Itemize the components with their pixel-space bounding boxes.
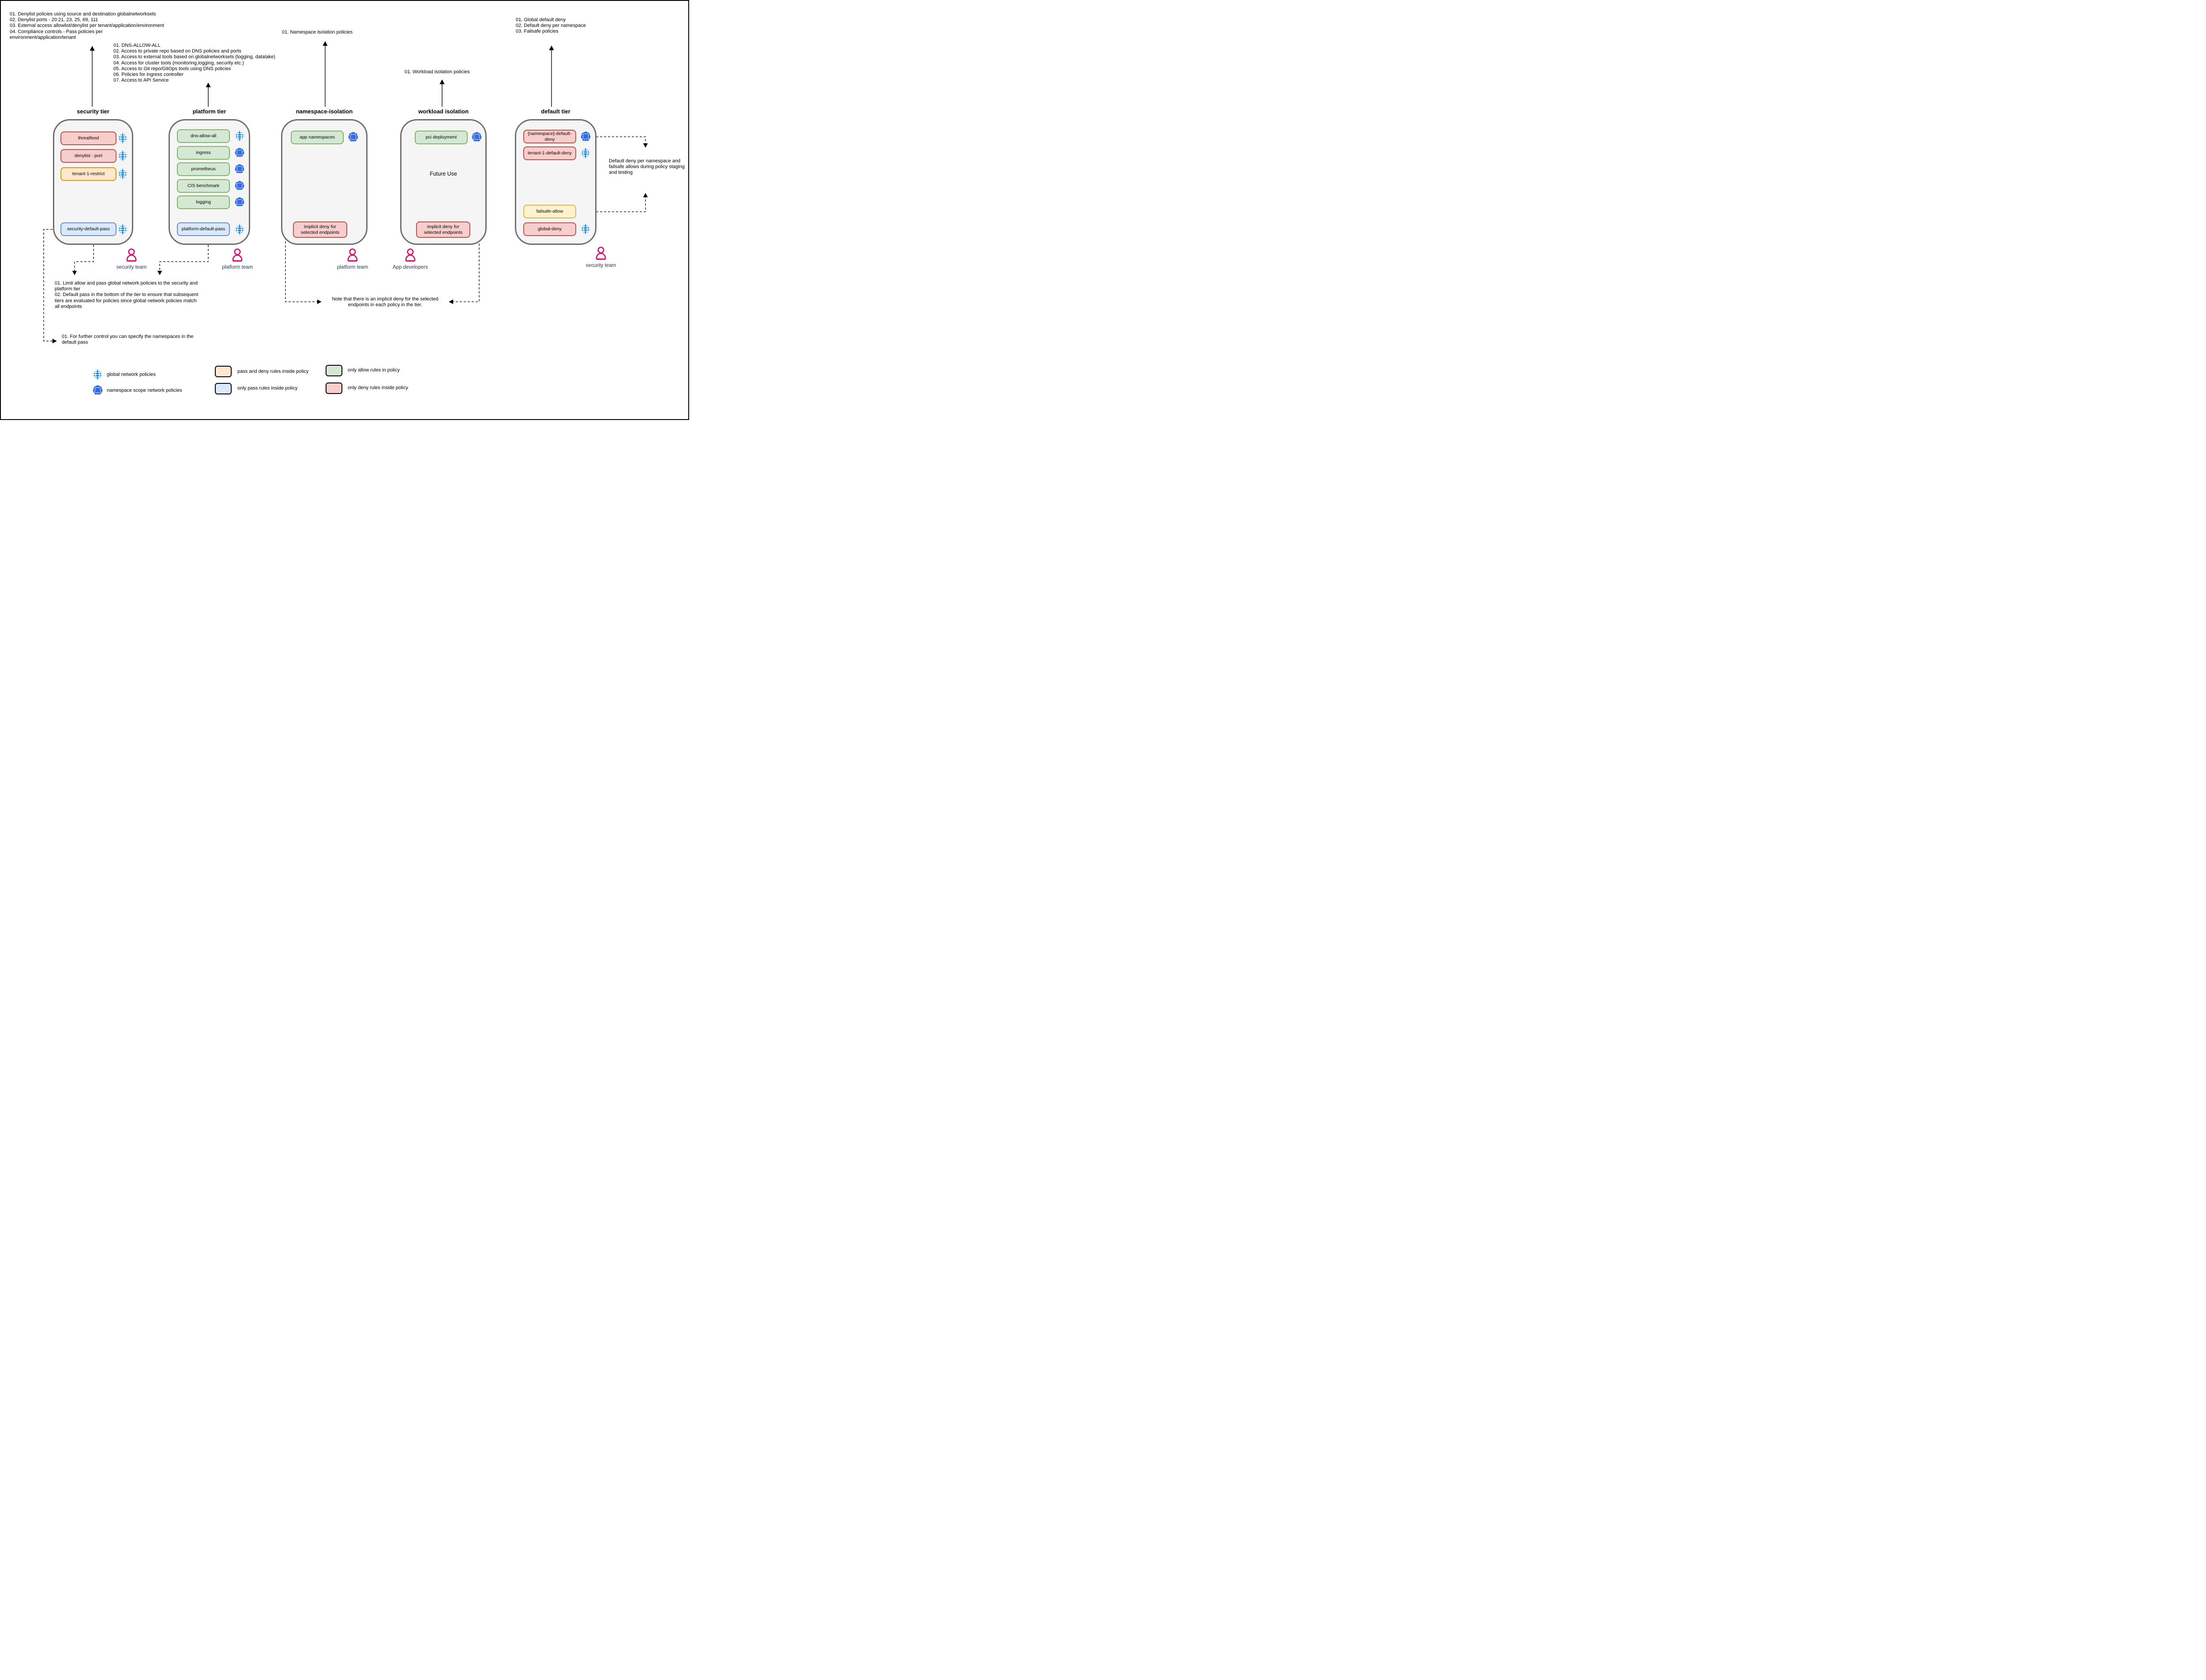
person-icon <box>403 248 418 263</box>
policy-prometheus: prometheus <box>177 162 230 176</box>
legend-only-deny-swatch <box>326 382 342 394</box>
person-icon <box>124 248 139 263</box>
tier-title-security: security tier <box>77 108 109 115</box>
person-icon <box>230 248 245 263</box>
legend-only-deny-label: only deny rules inside policy <box>348 385 408 390</box>
tier-title-default: default tier <box>541 108 570 115</box>
note-line: 01. Global default deny <box>516 17 566 22</box>
limit-allow-note: 01. Limit allow and pass global network … <box>55 281 201 310</box>
person-icon <box>345 248 360 263</box>
note-line: 06. Policies for ingress controller <box>113 71 184 77</box>
globe-icon <box>234 131 245 141</box>
team-security-1: security team <box>105 248 158 270</box>
namespace-scope-icon <box>234 180 245 191</box>
policy-security-default-pass: security-default-pass <box>60 222 116 236</box>
team-platform-1: platform team <box>211 248 264 270</box>
note-line: 01. Limit allow and pass global network … <box>55 281 198 292</box>
note-line: 03. External access allowlist/denylist p… <box>10 23 164 29</box>
note-line: 03. Failsafe policies <box>516 29 559 34</box>
policy-app-namespaces: app namespaces <box>291 131 344 144</box>
globe-icon <box>117 169 128 179</box>
policy-pci-deployment: pci deployment <box>415 131 468 144</box>
team-label: App developers <box>393 265 428 270</box>
tier-title-workload-isolation: workload isolation <box>418 108 469 115</box>
legend-only-pass-label: only pass rules inside policy <box>237 386 298 391</box>
policy-dns-allow-all: dns-allow-all <box>177 129 230 143</box>
dash-nsdeny-to-note <box>576 136 648 148</box>
globe-icon <box>92 369 103 380</box>
policy-wl-implicit-deny: implicit deny for selected endpoints <box>416 221 470 238</box>
dash-failsafe-to-note <box>576 193 648 212</box>
note-line: 02. Access to private repo based on DNS … <box>113 49 241 54</box>
policy-ingress: ingress <box>177 146 230 160</box>
default-tier-notes: 01. Global default deny 02. Default deny… <box>516 17 586 35</box>
globe-icon <box>580 148 591 158</box>
legend-only-pass-swatch <box>215 383 232 394</box>
namespace-scope-icon <box>234 164 245 174</box>
policy-tenant-1-default-deny: tenant-1-default-deny <box>523 146 576 160</box>
globe-icon <box>117 224 128 235</box>
note-line: 02. Denylist ports - 20:21, 23, 25, 69, … <box>10 17 98 23</box>
note-line: 05. Access to Git repo/GitOps tools usin… <box>113 66 231 71</box>
policy-global-deny: global-deny <box>523 222 576 236</box>
globe-icon <box>117 150 128 161</box>
future-use-label: Future Use <box>430 171 457 177</box>
policy-logging: logging <box>177 195 230 209</box>
note-line: 01. DNS-ALLOW-ALL <box>113 43 161 48</box>
legend-namespace-label: namespace scope network policies <box>107 388 182 393</box>
note-line: 04. Access for cluster tools (monitoring… <box>113 60 244 66</box>
team-label: platform team <box>221 265 253 270</box>
dash-security-pass-to-note <box>43 229 60 344</box>
policy-failsafe-allow: failsafe-allow <box>523 205 576 218</box>
policy-cis-benchmark: CIS benchmark <box>177 179 230 193</box>
note-line: 04. Compliance controls - Pass policies … <box>10 29 103 34</box>
tier-title-namespace-isolation: namespace-isolation <box>296 108 353 115</box>
team-app-developers: App developers <box>384 248 437 270</box>
globe-icon <box>234 224 245 235</box>
namespace-scope-icon <box>348 131 359 142</box>
legend-pass-deny-swatch <box>215 366 232 377</box>
namespace-scope-icon <box>92 385 103 396</box>
policy-tenant-1-restrict: tenant-1-restrict <box>60 167 116 181</box>
connector-layer <box>43 41 648 344</box>
dash-platform-tier-to-note <box>157 245 209 275</box>
policy-threatfeed: threatfeed <box>60 131 116 145</box>
note-line: 02. Default pass in the bottom of the ti… <box>55 292 199 309</box>
note-line: 03. Access to external tools based on gl… <box>113 54 275 60</box>
note-line: environment/application/tenant <box>10 34 76 40</box>
tier-title-platform: platform tier <box>192 108 226 115</box>
dash-security-tier-to-note <box>72 245 94 275</box>
policy-tier-diagram: 01. Denylist policies using source and d… <box>0 0 689 420</box>
platform-tier-notes: 01. DNS-ALLOW-ALL 02. Access to private … <box>113 43 275 83</box>
namespace-scope-icon <box>234 197 245 207</box>
note-line: 01. Denylist policies using source and d… <box>10 11 156 17</box>
team-security-2: security team <box>574 246 627 268</box>
legend-pass-deny-label: pass and deny rules inside policy <box>237 369 309 374</box>
team-label: security team <box>585 263 616 268</box>
namespace-scope-icon <box>580 131 591 142</box>
note-line: 02. Default deny per namespace <box>516 23 586 29</box>
legend-only-allow-swatch <box>326 365 342 376</box>
globe-icon <box>580 224 591 234</box>
globe-icon <box>117 133 128 143</box>
legend-only-allow-label: only allow rules in policy <box>348 368 400 373</box>
default-deny-staging-note: Default deny per namespace and failsafe … <box>609 158 685 176</box>
namespace-isolation-note: 01. Namespace isolation policies <box>282 30 353 35</box>
person-icon <box>593 246 608 261</box>
policy-namespace-default-deny: [namespace]-default-deny <box>523 130 576 143</box>
team-platform-2: platform team <box>326 248 379 270</box>
legend-global-label: global network policies <box>107 372 156 377</box>
implicit-deny-note: Note that there is an implicit deny for … <box>332 296 439 308</box>
workload-isolation-note: 01. Workload isolation policies <box>405 69 470 75</box>
namespace-scope-icon <box>471 131 482 142</box>
policy-platform-default-pass: platform-default-pass <box>177 222 230 236</box>
note-line: 07. Access to API Service <box>113 78 169 83</box>
policy-denylist-port: denylist - port <box>60 149 116 163</box>
team-label: security team <box>116 265 147 270</box>
policy-ns-implicit-deny: implicit deny for selected endpoints <box>293 221 347 238</box>
further-control-note: 01. For further control you can specify … <box>62 334 194 345</box>
team-label: platform team <box>337 265 368 270</box>
security-tier-notes: 01. Denylist policies using source and d… <box>10 11 164 41</box>
namespace-scope-icon <box>234 147 245 158</box>
